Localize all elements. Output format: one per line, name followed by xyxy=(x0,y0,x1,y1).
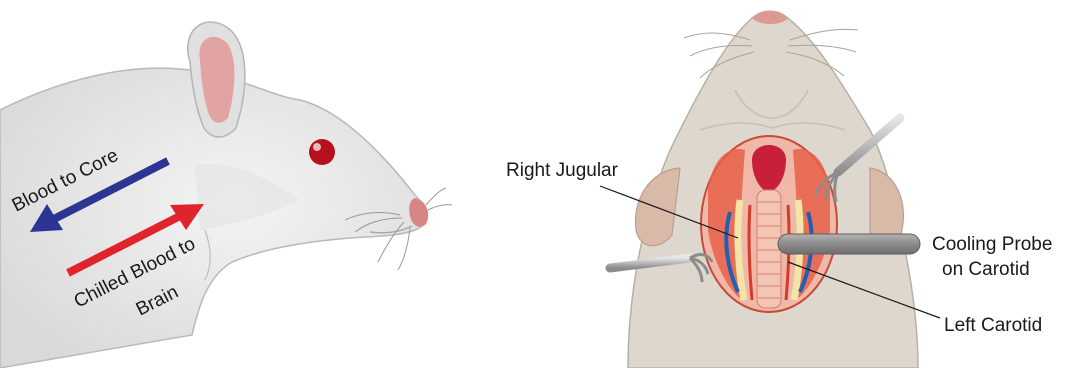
cooling-probe-label-line2: on Carotid xyxy=(942,259,1030,280)
rat-eye-highlight xyxy=(313,143,321,151)
rat-eye xyxy=(309,139,335,165)
rat-ventral-dissection: Right Jugular Cooling Probe on Carotid L… xyxy=(506,11,1052,368)
rat-head-side-view: Blood to Core Chilled Blood to Brain xyxy=(0,22,452,368)
left-carotid-label: Left Carotid xyxy=(944,315,1042,336)
right-ear xyxy=(870,168,903,244)
trachea xyxy=(757,190,781,308)
cooling-probe xyxy=(778,234,920,254)
cooling-probe-label-line1: Cooling Probe xyxy=(932,234,1052,255)
right-jugular-label: Right Jugular xyxy=(506,160,619,181)
